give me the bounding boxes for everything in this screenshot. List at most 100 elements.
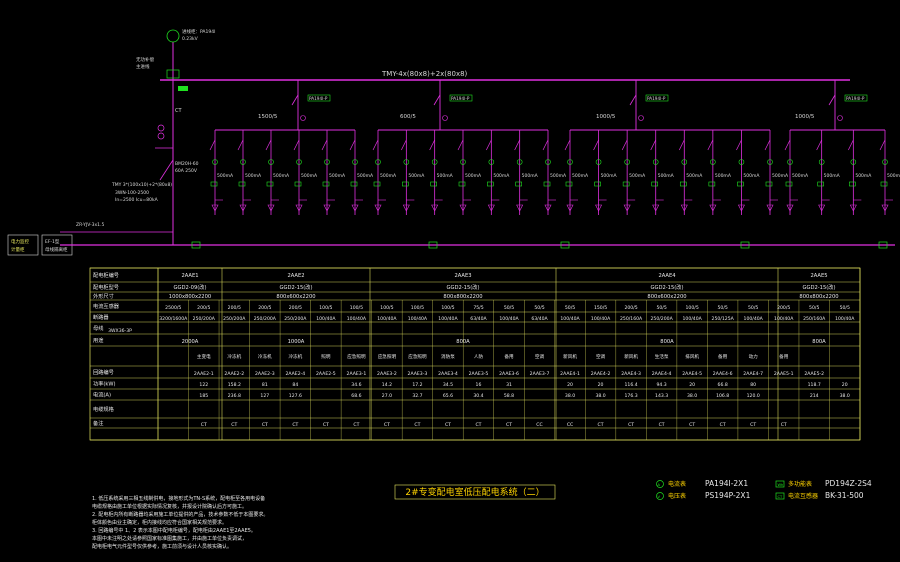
ground-arrow [766,204,774,212]
legend-model: PA194I-2X1 [705,479,748,488]
meter-cell: CT [689,422,695,428]
ct-ratio-cell: 50/5 [534,305,544,311]
feeder-leakage-rating: 500mA [686,173,703,179]
power-cell: 20 [689,382,695,388]
current-cell: 236.8 [228,393,241,399]
table-row-label: 母线 [93,324,103,332]
current-cell: 30.4 [473,393,483,399]
ground-arrow [595,204,603,212]
ground-arrow [623,204,631,212]
breaker-rating-cell: 100/40A [774,316,794,322]
current-cell: 27.0 [382,393,392,399]
section-ct-ratio: 1500/5 [258,114,278,120]
ground-arrow [881,204,889,212]
feeder-breaker [372,139,379,151]
feeder-meter-tag [458,181,466,187]
surge-label-1: BM20H-60 [175,161,199,167]
ground-arrow [239,204,247,212]
feeder-leakage-rating: 500mA [301,173,318,179]
ammeter-icon [240,159,246,165]
power-cell: 80 [750,382,756,388]
feeder-meter-tag [543,181,551,187]
circuit-number-cell: 2AAE3-2 [377,371,397,377]
current-cell: 127 [260,393,269,399]
breaker-rating-cell: 250/200A [254,316,277,322]
ammeter-icon [850,159,857,165]
meter-cell: CT [506,422,512,428]
ct-ratio-cell: 200/5 [777,305,790,311]
table-row-label: 外形尺寸 [93,292,114,300]
current-cell: 176.3 [625,393,638,399]
ground-arrow [737,204,745,212]
feeder-breaker [784,139,791,151]
feeder-meter-tag [565,181,573,187]
power-cell: 84 [292,382,298,388]
breaker-rating-cell: 100/40A [316,316,336,322]
power-cell: 122 [199,382,208,388]
breaker-rating-cell: 100/40A [438,316,458,322]
load-name-cell: 人防 [474,353,484,360]
notes-block: 1. 低压系统采用三相五线制供电，接地形式为TN-S系统，配电柜至各用电设备 电… [92,495,268,550]
feeder-leakage-rating: 500mA [658,173,675,179]
feeder-leakage-rating: 500mA [629,173,646,179]
cabinet-number: 2AAE4 [658,273,676,279]
ct-ratio-cell: 100/5 [411,305,424,311]
power-cell: 34.5 [443,382,453,388]
feeder-breaker [764,139,771,151]
ct-ratio-cell: 200/5 [289,305,302,311]
power-cell: 14.2 [382,382,392,388]
ammeter-icon [767,159,773,165]
legend-model: PS194P-2X1 [705,491,751,500]
meter-cell: CT [292,422,298,428]
breaker-rating-cell: 100/40A [835,316,855,322]
breaker-rating-cell: 100/40A [682,316,702,322]
ct-ratio-cell: 200/5 [624,305,637,311]
load-name-cell: 应急照明 [408,353,427,360]
ct-ratio-cell: 75/5 [473,305,483,311]
load-name-cell: 新风机 [624,353,638,360]
meter-cell: CT [384,422,390,428]
load-name-cell: 备用 [504,353,514,360]
ammeter-icon [567,159,573,165]
ammeter-icon [710,159,716,165]
note-line: 柜体颜色由业主确定，柜内接线均应符合国家相关规范要求。 [92,519,227,526]
feeder-breaker [321,139,328,151]
legend-name: 多功能表 [788,480,812,488]
load-name-cell: 备用 [779,353,789,360]
ammeter-icon [324,159,330,165]
feeder-leakage-rating: 500mA [273,173,290,179]
power-cell: 158.2 [228,382,241,388]
ammeter-icon [882,159,888,165]
power-cell: 66.8 [718,382,728,388]
breaker-rating-cell: 63/40A [531,316,548,322]
feeder-breaker [349,139,356,151]
busbar-rating: 800A [812,339,826,345]
legend-symbol-text: A [658,483,661,487]
load-name-cell: 动力 [749,353,759,360]
meter-cell: CT [414,422,420,428]
transformer-icon [166,29,180,43]
ammeter-icon [296,159,302,165]
meter-cell: CT [659,422,665,428]
breaker-rating-cell: 250/200A [284,316,307,322]
meter-box [166,69,180,79]
ground-arrow [849,204,857,212]
cabinet-size: 800x600x2200 [276,294,315,300]
load-name-cell: 照明 [321,354,331,360]
ammeter-icon [488,159,495,165]
circuit-number-cell: 2AAE3-6 [499,371,519,377]
cabinet-number: 2AAE1 [181,273,198,279]
current-cell: 38.0 [565,393,575,399]
feeder-breaker [848,139,854,151]
feeder-breaker [593,139,599,151]
ground-arrow [431,204,439,212]
feeder-meter-tag [238,181,246,187]
feeder-breaker [486,139,492,151]
breaker-rating-cell: 250/125A [712,316,735,322]
meter-cell: CT [262,422,268,428]
cabinet-type: GGD2-15(改) [279,283,312,291]
legend-name: 电流表 [668,480,686,488]
legend-symbol-icon [656,480,664,488]
load-name-cell: 排风机 [685,353,699,360]
